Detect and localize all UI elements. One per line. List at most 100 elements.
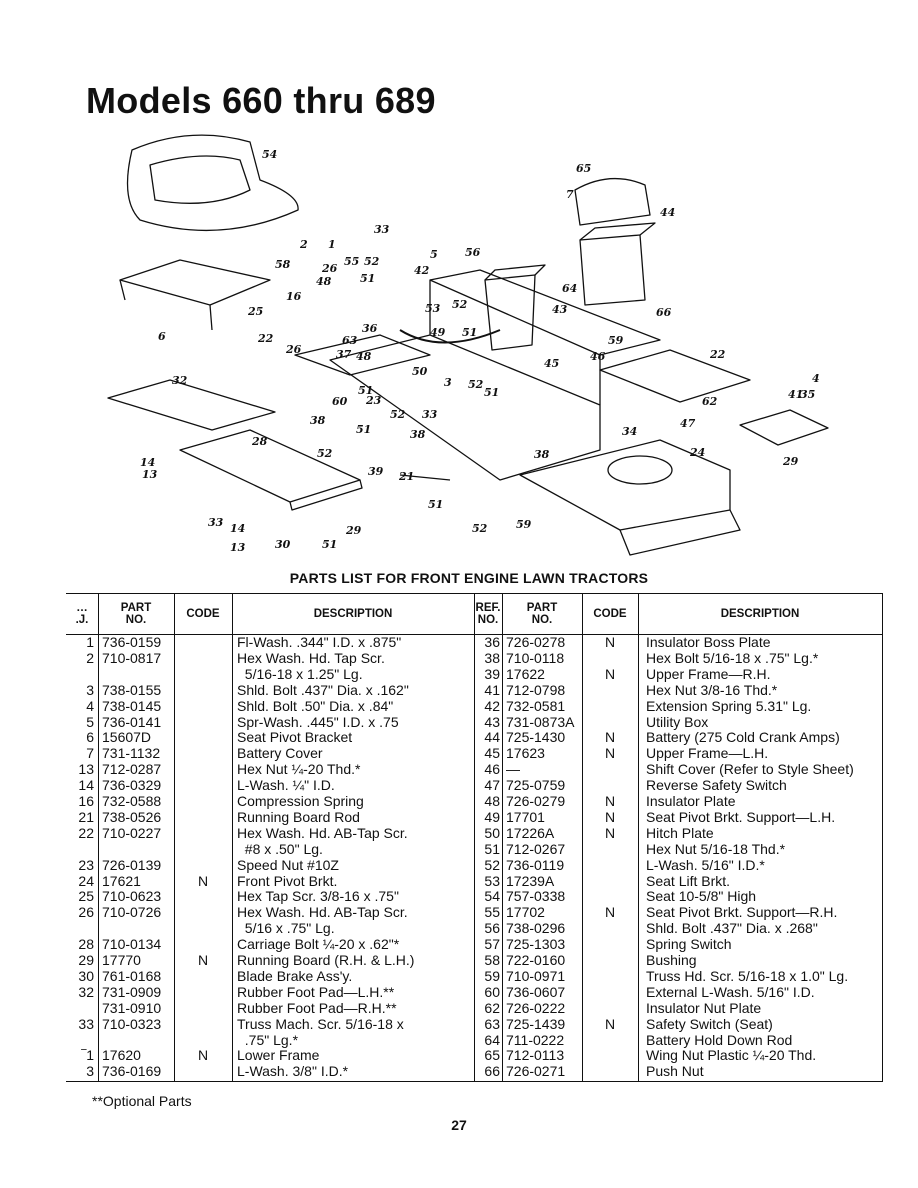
page-number: 27: [451, 1117, 467, 1133]
callout: 21: [398, 470, 414, 483]
callout: 29: [782, 455, 799, 468]
callout: 38: [410, 428, 426, 441]
table-cell-desc: Hex Bolt 5/16-18 x .75" Lg.*: [646, 649, 819, 666]
column-divider: [98, 594, 99, 1081]
table-cell-part: 738-0296: [506, 920, 566, 937]
table-cell-desc: Blade Brake Ass'y.: [237, 967, 353, 984]
table-cell-desc: Carriage Bolt ¼-20 x .62"*: [237, 936, 400, 953]
table-cell-desc: Speed Nut #10Z: [237, 856, 339, 873]
column-divider: [582, 594, 583, 1081]
table-cell-part: 738-0526: [102, 808, 162, 825]
table-cell-part: 731-0873A: [506, 713, 575, 730]
table-cell-part: 711-0222: [506, 1031, 565, 1048]
table-cell-desc: Reverse Safety Switch: [646, 777, 787, 794]
callout: 44: [660, 206, 675, 219]
callout: 49: [430, 326, 446, 339]
table-cell-desc: Hex Nut 3/8-16 Thd.*: [646, 681, 778, 698]
table-cell-part: 726-0279: [506, 793, 566, 809]
table-cell-desc: Seat Lift Brkt.: [646, 872, 731, 889]
column-divider: [474, 594, 475, 1081]
callout: 55: [344, 255, 359, 268]
callout: 53: [425, 302, 441, 315]
callout: 26: [285, 343, 302, 356]
callout: 33: [374, 223, 390, 236]
table-cell-ref: 21: [78, 808, 94, 825]
callout: 35: [800, 388, 815, 401]
table-cell-ref: 5: [86, 713, 94, 730]
table-cell-part: 736-0169: [102, 1063, 162, 1080]
callout: 42: [414, 264, 430, 277]
table-cell-code: N: [604, 665, 616, 682]
parts-table: … .J. PART NO. CODE DESCRIPTION REF. NO.…: [66, 593, 883, 1082]
column-divider: [232, 594, 233, 1081]
callout: 51: [428, 498, 443, 511]
callout: 33: [422, 408, 438, 421]
table-cell-desc: Shld. Bolt .437" Dia. x .268": [646, 920, 818, 937]
table-cell-desc: Truss Mach. Scr. 5/16-18 x: [237, 1015, 404, 1032]
table-cell-desc: Wing Nut Plastic ¼-20 Thd.: [646, 1047, 817, 1064]
table-cell-ref: 33: [78, 1015, 94, 1032]
callout: 51: [358, 384, 373, 397]
callout: 6: [158, 330, 166, 343]
table-cell-part: 710-0623: [102, 888, 162, 905]
callout: 51: [322, 538, 337, 551]
table-cell-desc: Upper Frame—L.H.: [646, 745, 769, 762]
table-cell-ref: 57: [484, 936, 500, 953]
callout: 66: [656, 306, 672, 319]
table-cell-ref: 58: [484, 952, 500, 968]
table-cell-part: 17620: [102, 1047, 141, 1064]
table-cell-desc: Battery (275 Cold Crank Amps): [646, 729, 840, 746]
table-cell-part: 736-0141: [102, 713, 162, 730]
table-cell-part: 736-0607: [506, 983, 566, 1000]
table-cell-part: 732-0588: [102, 793, 162, 809]
callout: 30: [275, 538, 291, 551]
column-divider: [174, 594, 175, 1081]
callout: 39: [368, 465, 384, 478]
table-cell-part: 731-0910: [102, 999, 162, 1016]
callout: 22: [709, 348, 726, 361]
table-cell-desc: 5/16-18 x 1.25" Lg.: [237, 665, 363, 682]
table-cell-part: 710-0134: [102, 936, 162, 953]
table-cell-desc: Fl-Wash. .344" I.D. x .875": [237, 634, 402, 650]
callout: 7: [566, 188, 574, 201]
callout: 45: [544, 357, 559, 370]
table-cell-code: N: [604, 634, 616, 650]
table-cell-ref: 28: [78, 936, 94, 953]
table-cell-desc: Rubber Foot Pad—R.H.**: [237, 999, 397, 1016]
table-cell-desc: Hex Wash. Hd. AB-Tap Scr.: [237, 824, 408, 841]
table-cell-part: 736-0159: [102, 634, 162, 650]
table-cell-code: N: [197, 1047, 209, 1064]
callout: 54: [262, 148, 277, 161]
callout: 38: [310, 414, 326, 427]
table-cell-part: 17770: [102, 952, 141, 968]
table-cell-code: N: [197, 952, 209, 968]
table-cell-desc: Seat 10-5/8" High: [646, 888, 757, 905]
callout: 52: [390, 408, 406, 421]
table-cell-part: 17702: [506, 904, 545, 921]
table-cell-ref: 49: [484, 808, 500, 825]
callout: 52: [472, 522, 488, 535]
table-cell-code: N: [604, 1015, 616, 1032]
table-cell-ref: 42: [484, 697, 500, 714]
table-cell-part: 725-1439: [506, 1015, 566, 1032]
table-cell-desc: Hex Wash. Hd. Tap Scr.: [237, 649, 385, 666]
callout: 51: [462, 326, 477, 339]
callout: 63: [342, 334, 358, 347]
callout: 38: [534, 448, 550, 461]
callout: 1: [328, 238, 336, 251]
table-cell-code: N: [604, 729, 616, 746]
table-cell-desc: Front Pivot Brkt.: [237, 872, 338, 889]
table-cell-ref: 22: [78, 824, 94, 841]
table-cell-part: 710-0118: [506, 649, 565, 666]
callout: 60: [332, 395, 348, 408]
table-cell-part: 712-0113: [506, 1047, 565, 1064]
header-ref-no: REF. NO.: [475, 602, 501, 626]
callout: 52: [317, 447, 333, 460]
table-cell-desc: Bushing: [646, 952, 697, 968]
callout: 28: [251, 435, 268, 448]
callout: 16: [286, 290, 302, 303]
diagram-svg: 54 33 2 1 58 26 55 52 5 56 65 7 44 48 51…: [107, 134, 829, 556]
table-cell-part: 712-0267: [506, 840, 566, 857]
table-cell-part: 17623: [506, 745, 545, 762]
callout: 48: [316, 275, 332, 288]
